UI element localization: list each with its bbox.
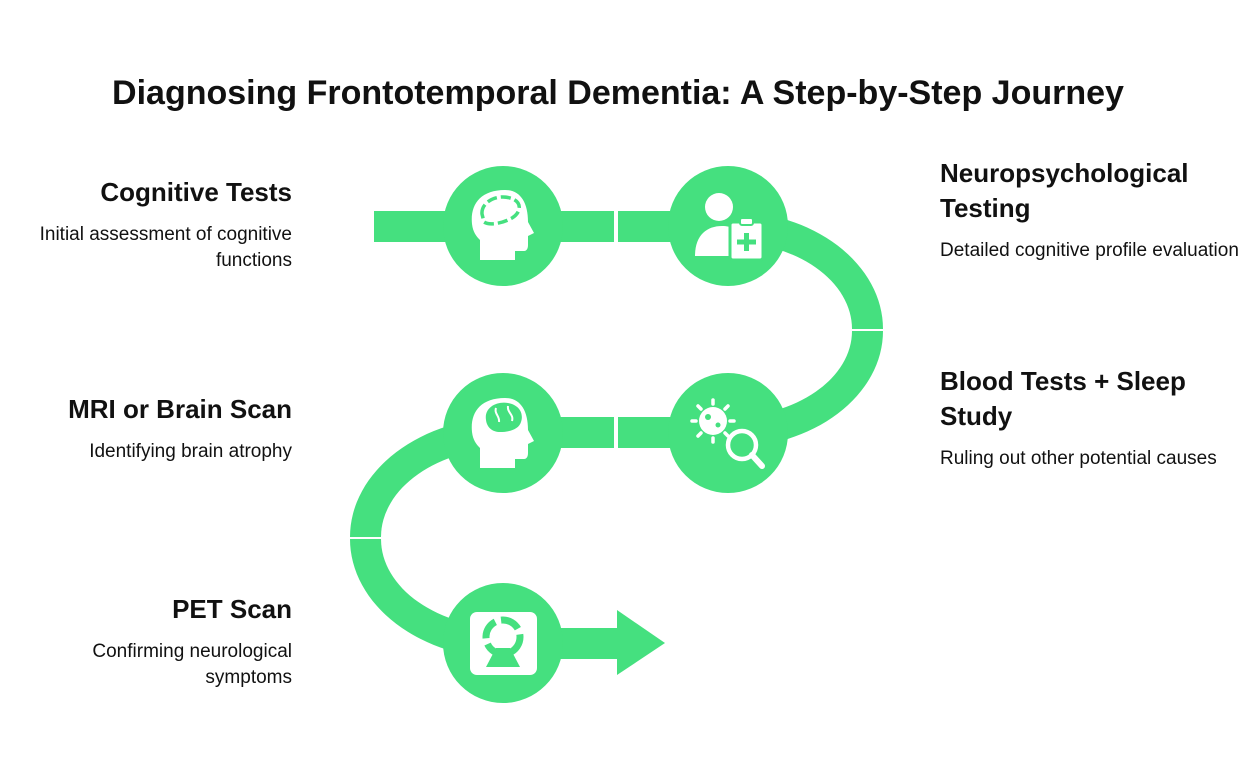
scanner-icon (470, 612, 537, 675)
step-title: Blood Tests + Sleep Study (940, 366, 1186, 431)
step-title: Cognitive Tests (100, 177, 292, 207)
step-pet-scan: PET Scan Confirming neurological symptom… (2, 592, 292, 691)
step-description: Detailed cognitive profile evaluation (940, 240, 1239, 261)
page-title: Diagnosing Frontotemporal Dementia: A St… (112, 74, 1124, 112)
virus-magnifier-icon (690, 398, 765, 469)
step-description: Confirming neurological symptoms (92, 641, 292, 688)
step-description: Initial assessment of cognitive function… (39, 224, 292, 271)
step-cognitive-tests: Cognitive Tests Initial assessment of co… (2, 175, 292, 274)
arrow-head-icon (617, 610, 665, 675)
step-title: PET Scan (172, 594, 292, 624)
step-title: Neuropsychological Testing (940, 158, 1189, 223)
step-description: Identifying brain atrophy (89, 441, 292, 462)
step-circle (668, 373, 788, 493)
brain-head-icon (471, 398, 534, 468)
journey-path (350, 166, 883, 703)
step-mri-brain-scan: MRI or Brain Scan Identifying brain atro… (2, 392, 292, 465)
person-clipboard-icon (695, 193, 765, 262)
step-circle (668, 166, 788, 286)
step-description: Ruling out other potential causes (940, 448, 1217, 469)
step-title: MRI or Brain Scan (68, 394, 292, 424)
step-neuropsychological-testing: Neuropsychological Testing Detailed cogn… (940, 156, 1240, 264)
brain-outline-head-icon (471, 190, 534, 260)
step-blood-tests-sleep-study: Blood Tests + Sleep Study Ruling out oth… (940, 364, 1240, 472)
